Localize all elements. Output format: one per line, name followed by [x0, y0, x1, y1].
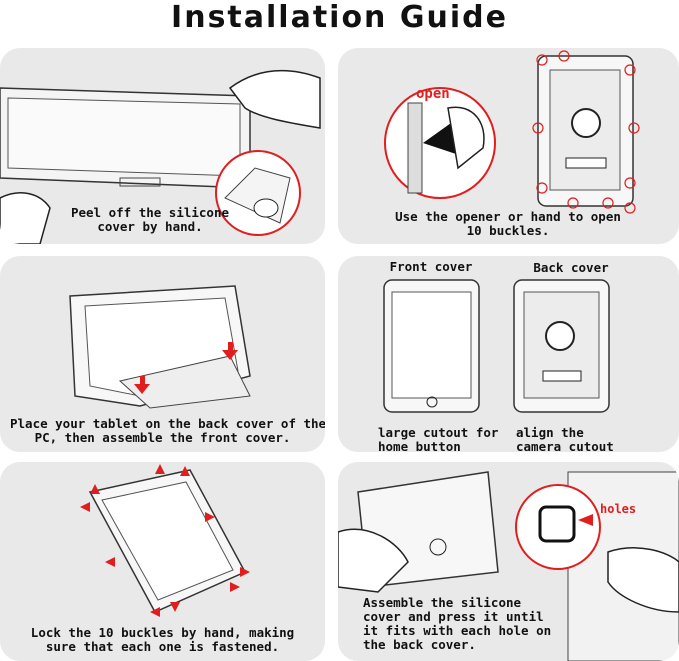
step-lock-caption: Lock the 10 buckles by hand, making sure… — [20, 626, 305, 654]
caption-line: Peel off the silicone — [70, 205, 230, 220]
caption-line: PC, then assemble the front cover. — [34, 430, 291, 445]
peel-illustration — [0, 69, 321, 244]
step-covers-panel: Front cover Back cover large cutout for … — [338, 256, 679, 452]
caption-line: Lock the 10 buckles by hand, making — [30, 625, 295, 640]
silicone-illustration — [338, 471, 679, 661]
caption-line: align the — [516, 425, 584, 440]
back-cover-label: Back cover — [533, 260, 609, 275]
back-cover-caption: align the camera cutout — [516, 425, 614, 453]
caption-line: it fits with each hole on — [363, 623, 552, 638]
open-illustration — [384, 50, 640, 214]
step-assemble-front-panel: Place your tablet on the back cover of t… — [0, 256, 325, 452]
step-open-caption: Use the opener or hand to open 10 buckle… — [378, 210, 638, 238]
front-cover-caption: large cutout for home button — [378, 425, 499, 453]
caption-line: camera cutout — [516, 439, 614, 453]
assemble-illustration — [69, 285, 251, 409]
step-peel-caption: Peel off the silicone cover by hand. — [70, 206, 230, 234]
front-cover-label: Front cover — [389, 259, 473, 274]
step-peel-panel: Peel off the silicone cover by hand. — [0, 48, 325, 244]
caption-line: Use the opener or hand to open — [395, 209, 621, 224]
step-silicone-caption: Assemble the silicone cover and press it… — [363, 596, 551, 652]
caption-line: cover by hand. — [97, 219, 203, 234]
step-lock-panel: Lock the 10 buckles by hand, making sure… — [0, 462, 325, 661]
caption-line: 10 buckles. — [466, 223, 550, 238]
step-open-panel: open Use the opener or hand to open 10 b… — [338, 48, 679, 244]
lock-illustration — [80, 464, 250, 617]
caption-line: large cutout for — [378, 425, 499, 440]
holes-label: holes — [600, 502, 637, 516]
caption-line: home button — [378, 439, 461, 453]
step-assemble-caption: Place your tablet on the back cover of t… — [10, 416, 325, 445]
covers-illustration — [383, 279, 610, 413]
caption-line: Place your tablet on the back cover of t… — [10, 416, 325, 431]
step-silicone-panel: holes Assemble the silicone cover and pr… — [338, 462, 679, 661]
page-title: Installation Guide — [171, 0, 508, 35]
caption-line: the back cover. — [363, 637, 476, 652]
caption-line: cover and press it until — [363, 609, 544, 624]
open-label: open — [416, 86, 450, 102]
caption-line: Assemble the silicone — [363, 595, 522, 610]
caption-line: sure that each one is fastened. — [45, 639, 280, 654]
